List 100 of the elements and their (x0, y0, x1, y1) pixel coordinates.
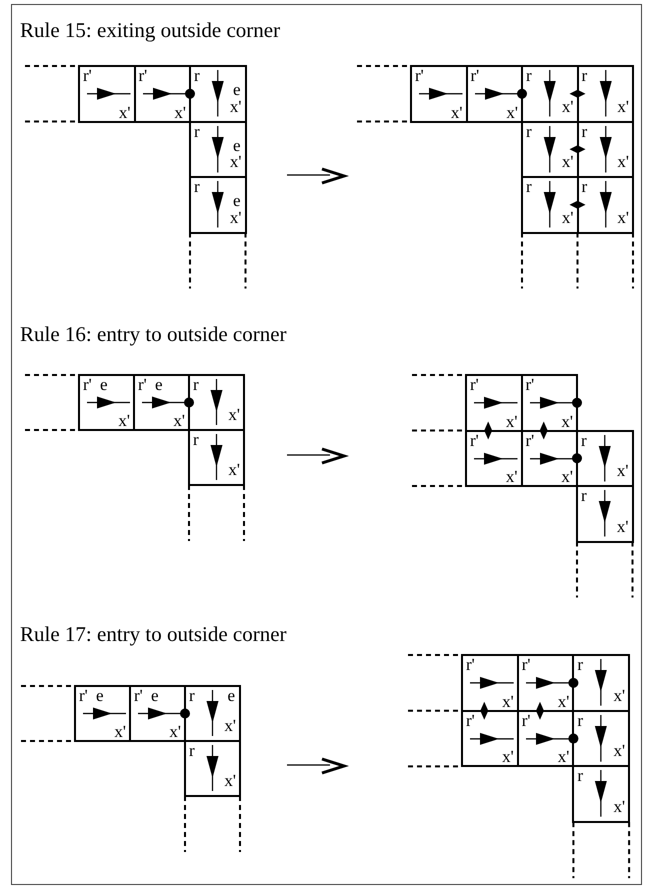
tile-label: r (194, 67, 200, 84)
tile-label: r (582, 122, 588, 140)
tile (461, 710, 519, 768)
tile-label: r (193, 431, 199, 448)
tile (520, 374, 578, 432)
tile (521, 176, 578, 234)
tile-label: x' (561, 468, 573, 485)
tile-label: r' (470, 376, 479, 393)
tile-label: x' (506, 104, 518, 120)
tile-label: r (582, 67, 588, 84)
tile-label: x' (114, 723, 126, 740)
tile-label: e (151, 687, 159, 704)
tile-label: x' (506, 412, 518, 430)
tile (184, 740, 241, 797)
tile (465, 374, 522, 432)
tile-label: r' (138, 67, 148, 84)
tile-label: r (526, 122, 532, 140)
tile-label: x' (502, 692, 514, 710)
tile-label: x' (228, 461, 240, 478)
tile-label: r' (415, 67, 424, 84)
tile-label: x' (562, 153, 574, 170)
tile (188, 374, 245, 431)
tile-label: e (232, 136, 240, 154)
tile (576, 176, 634, 234)
tile (576, 430, 634, 487)
tile-label: r' (470, 432, 479, 448)
tile-label: x' (614, 742, 626, 760)
tile-label: r' (526, 376, 534, 393)
tile-label: x' (228, 406, 240, 423)
tile-label: x' (614, 798, 626, 816)
tile-label: r' (83, 67, 92, 84)
tile-label: x' (174, 104, 186, 120)
tile (189, 120, 246, 178)
tile-label: r (194, 178, 200, 195)
tile-label: x' (562, 98, 574, 114)
tile (466, 65, 523, 122)
tile (184, 685, 241, 742)
tile-label: x' (502, 748, 514, 766)
tile-label: x' (616, 462, 628, 479)
tile (576, 65, 634, 122)
tile-label: r (189, 742, 195, 759)
tile-label: r' (466, 712, 475, 729)
tile-label: x' (169, 723, 181, 740)
tile-label: x' (230, 153, 242, 170)
rule-heading: Rule 17: entry to outside corner (20, 622, 287, 646)
rule-heading: Rule 16: entry to outside corner (20, 322, 287, 346)
tile-label: x' (561, 412, 573, 430)
tile-label: r (189, 687, 195, 704)
tile-label: x' (173, 412, 185, 429)
tile-label: r (577, 712, 584, 729)
tile (189, 65, 246, 122)
tile-label: r' (470, 67, 480, 84)
tile-label: e (232, 192, 240, 209)
tile (78, 65, 136, 122)
tile (134, 65, 191, 122)
tile-label: r (526, 67, 532, 84)
tile (572, 654, 630, 712)
tile-label: x' (224, 772, 236, 789)
tile-label: x' (617, 208, 629, 226)
tile-label: r (194, 122, 200, 140)
tile-label: r' (83, 376, 92, 393)
tile (189, 176, 246, 234)
tile-label: e (227, 687, 235, 704)
tile-label: r (581, 487, 587, 504)
tile-label: x' (562, 208, 574, 226)
tile-label: r (193, 376, 199, 393)
tile-label: r (526, 178, 532, 195)
tile (572, 765, 630, 824)
tile-label: x' (230, 208, 242, 226)
tile-label: e (96, 687, 104, 704)
tile-label: r' (138, 376, 147, 393)
tile (461, 654, 519, 712)
tile-label: r' (526, 432, 534, 448)
tile-label: r (577, 767, 584, 784)
tile-label: r' (522, 712, 530, 729)
tile-label: x' (230, 98, 242, 114)
tile-label: x' (224, 717, 236, 734)
tile-label: r' (466, 656, 475, 673)
tile-label: x' (617, 153, 629, 170)
tile-label: x' (558, 692, 570, 710)
rule-heading: Rule 15: exiting outside corner (20, 18, 280, 42)
tile (576, 485, 634, 542)
tile-label: x' (118, 412, 130, 429)
tile-label: x' (616, 518, 628, 534)
tile-label: r (581, 432, 587, 448)
tile-label: r' (134, 687, 143, 704)
tile (78, 374, 135, 431)
tile-label: r' (522, 656, 530, 673)
tile-label: e (155, 376, 163, 393)
tile-label: x' (614, 686, 626, 704)
tile-label: x' (118, 104, 130, 120)
tile (133, 374, 190, 431)
tile-label: x' (558, 748, 570, 766)
tile (410, 65, 468, 122)
tile-label: r (577, 656, 584, 673)
tile-label: e (100, 376, 108, 393)
tile-label: r' (79, 687, 88, 704)
tile-label: x' (450, 104, 462, 120)
tile-label: r (582, 178, 588, 195)
tile (188, 429, 245, 486)
